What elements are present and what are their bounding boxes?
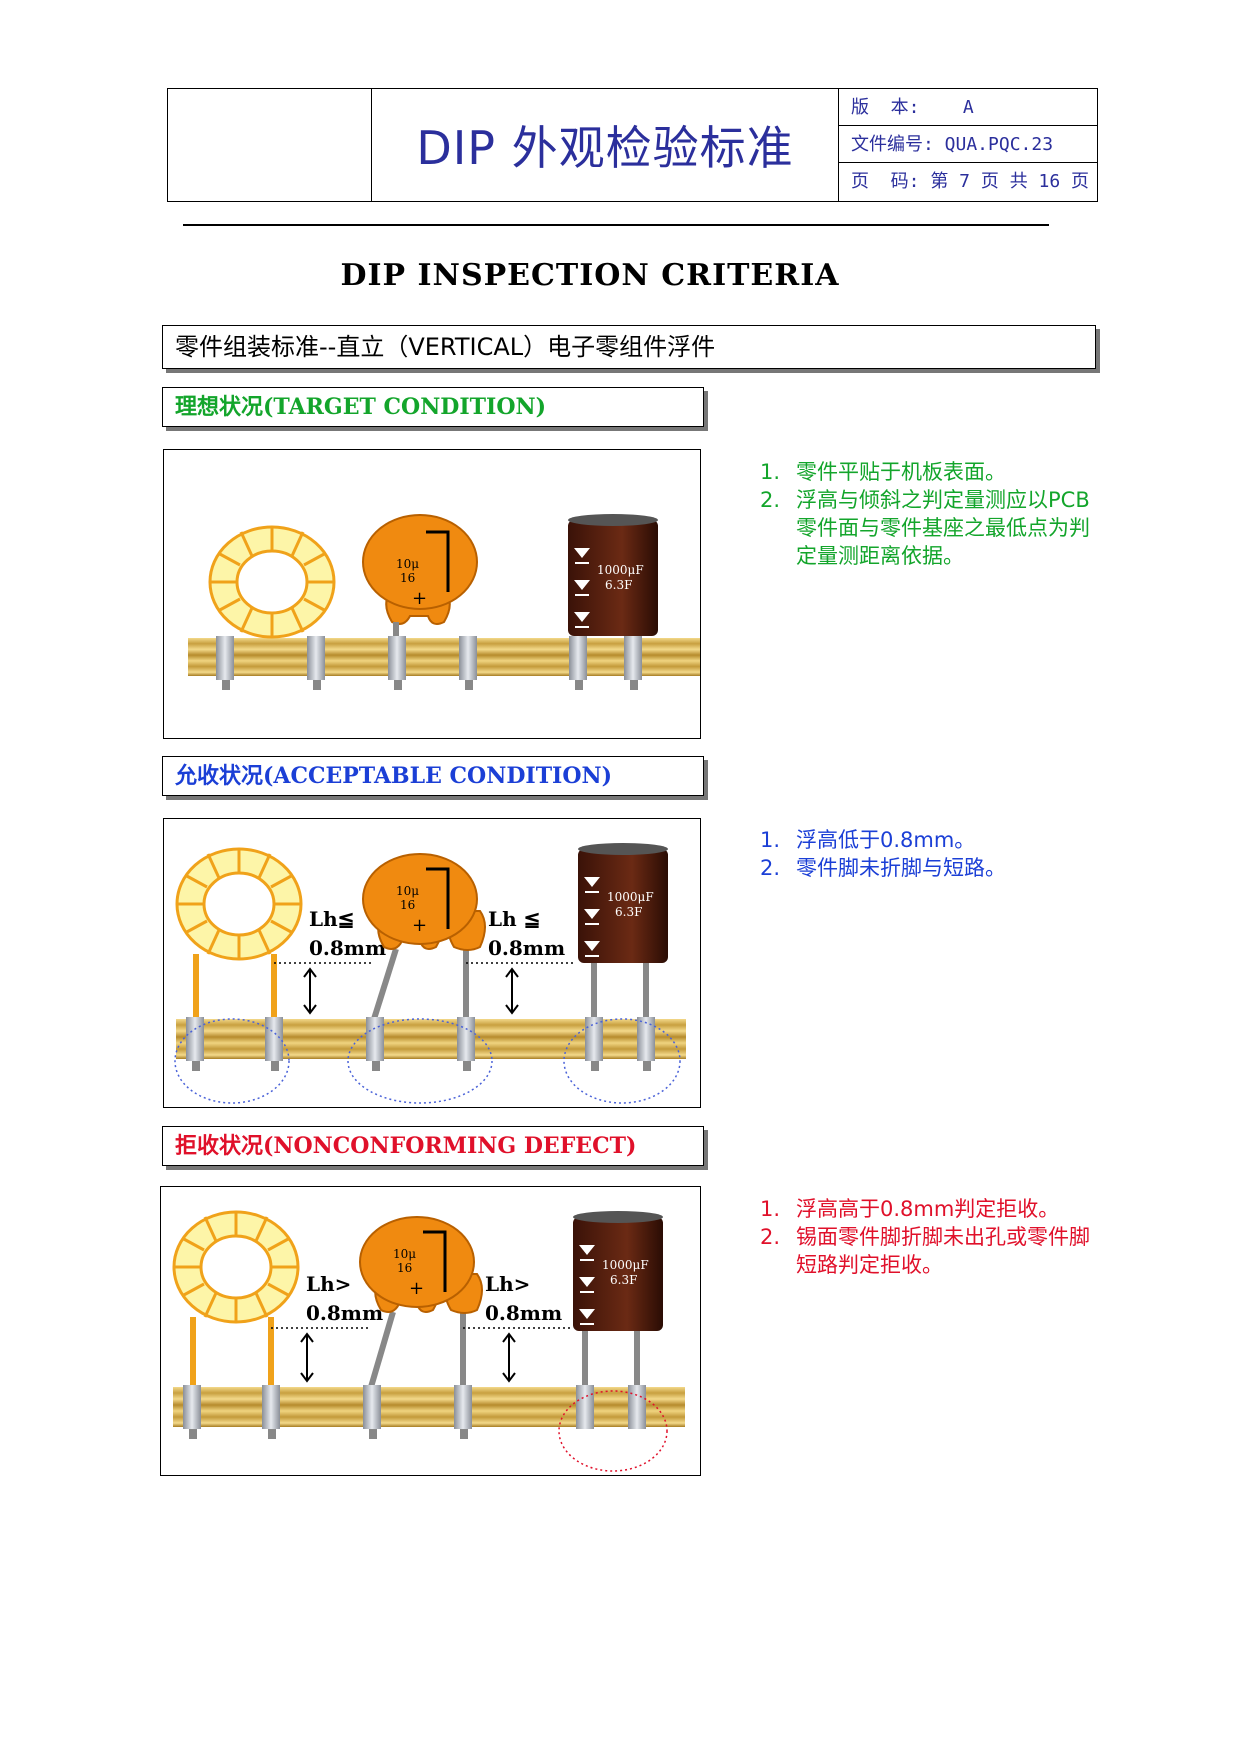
electrolytic-capacitor-icon: 1000μF 6.3F <box>573 1211 663 1387</box>
disc-capacitor-icon: 10μ 16 + <box>362 514 478 625</box>
lh-value-1: 0.8mm <box>309 936 386 960</box>
component-pins <box>183 1385 646 1439</box>
svg-text:10μ: 10μ <box>396 557 419 571</box>
reject-note-2: 2.锡面零件脚折脚未出孔或零件脚短路判定拒收。 <box>760 1225 1090 1277</box>
pcb-board <box>188 638 700 676</box>
height-arrow-icon-2 <box>502 1332 516 1383</box>
svg-text:+: + <box>409 1278 424 1299</box>
lh-label-1: Lh≦ <box>309 907 354 931</box>
svg-text:16: 16 <box>400 571 415 585</box>
disc-capacitor-icon: 10μ 16 + <box>362 853 486 1020</box>
acceptable-note-2: 2.零件脚未折脚与短路。 <box>760 856 1006 880</box>
reject-notes: 1.浮高高于0.8mm判定拒收。 2.锡面零件脚折脚未出孔或零件脚短路判定拒收。 <box>760 1195 1110 1279</box>
target-notes: 1.零件平贴于机板表面。 2.浮高与倾斜之判定量测应以PCB零件面与零件基座之最… <box>760 458 1100 570</box>
reject-note-1: 1.浮高高于0.8mm判定拒收。 <box>760 1197 1060 1221</box>
svg-text:16: 16 <box>400 898 415 912</box>
defect-circle <box>558 1390 668 1472</box>
acceptable-note-1: 1.浮高低于0.8mm。 <box>760 828 976 852</box>
header-logo-cell <box>168 89 372 201</box>
svg-text:1000μF: 1000μF <box>597 563 644 577</box>
height-arrow-icon-1 <box>303 967 317 1015</box>
electrolytic-capacitor-icon: 1000μF 6.3F <box>568 514 658 636</box>
svg-text:6.3F: 6.3F <box>615 905 642 919</box>
component-pins <box>216 622 642 690</box>
pcb-board <box>173 1387 685 1427</box>
target-condition-label: 理想状况(TARGET CONDITION) <box>162 387 704 427</box>
doc-number-field: 文件编号: QUA.PQC.23 <box>839 126 1097 163</box>
height-arrow-icon-1 <box>300 1332 314 1383</box>
lh-value-2: 0.8mm <box>485 1301 562 1325</box>
svg-text:10μ: 10μ <box>393 1247 416 1261</box>
disc-capacitor-icon: 10μ 16 + <box>359 1216 483 1388</box>
svg-text:10μ: 10μ <box>396 884 419 898</box>
page-number-field: 页 码: 第 7 页 共 16 页 <box>851 171 1090 192</box>
acceptable-notes: 1.浮高低于0.8mm。 2.零件脚未折脚与短路。 <box>760 826 1100 882</box>
section-title: 零件组装标准--直立（VERTICAL）电子零组件浮件 <box>162 325 1096 369</box>
svg-text:6.3F: 6.3F <box>605 578 632 592</box>
lh-value-1: 0.8mm <box>306 1301 383 1325</box>
header-info-cell: 版 本: A 文件编号: QUA.PQC.23 页 码: 第 7 页 共 16 … <box>839 89 1097 201</box>
target-note-1: 1.零件平贴于机板表面。 <box>760 460 1006 484</box>
toroid-inductor-icon <box>172 1210 300 1387</box>
version-field: 版 本: A <box>839 89 1097 126</box>
lh-label-1: Lh> <box>306 1272 351 1296</box>
component-pins <box>186 1017 655 1071</box>
reject-condition-label: 拒收状况(NONCONFORMING DEFECT) <box>162 1126 704 1166</box>
acceptable-condition-label: 允收状况(ACCEPTABLE CONDITION) <box>162 756 704 796</box>
header-title: DIP 外观检验标准 <box>416 121 794 175</box>
header-divider <box>183 224 1049 226</box>
target-note-2: 2.浮高与倾斜之判定量测应以PCB零件面与零件基座之最低点为判定量测距离依据。 <box>760 488 1090 568</box>
svg-text:6.3F: 6.3F <box>610 1273 637 1287</box>
inspection-circles <box>174 1018 681 1104</box>
header-title-cell: DIP 外观检验标准 <box>372 89 839 201</box>
acceptable-diagram: Lh≦ 0.8mm 10μ 16 + Lh ≦ 0.8mm <box>174 843 686 1104</box>
svg-text:1000μF: 1000μF <box>602 1258 649 1272</box>
toroid-inductor-icon <box>175 847 303 1019</box>
target-diagram: 10μ 16 + 1000μF 6.3F <box>188 514 700 690</box>
target-condition-illustration: 10μ 16 + 1000μF 6.3F <box>163 449 701 739</box>
svg-text:+: + <box>412 915 427 936</box>
svg-text:1000μF: 1000μF <box>607 890 654 904</box>
header-table: DIP 外观检验标准 版 本: A 文件编号: QUA.PQC.23 页 码: … <box>167 88 1098 202</box>
lh-label-2: Lh> <box>485 1272 530 1296</box>
svg-text:+: + <box>412 588 427 609</box>
acceptable-condition-illustration: Lh≦ 0.8mm 10μ 16 + Lh ≦ 0.8mm <box>163 818 701 1108</box>
svg-text:16: 16 <box>397 1261 412 1275</box>
lh-label-2: Lh ≦ <box>488 907 540 931</box>
page-title: DIP INSPECTION CRITERIA <box>340 258 840 293</box>
reject-diagram: Lh> 0.8mm 10μ 16 + Lh> 0.8mm <box>172 1210 685 1472</box>
height-arrow-icon-2 <box>505 967 519 1015</box>
reject-condition-illustration: Lh> 0.8mm 10μ 16 + Lh> 0.8mm <box>160 1186 701 1476</box>
electrolytic-capacitor-icon: 1000μF 6.3F <box>578 843 668 1019</box>
toroid-inductor-icon <box>208 525 336 639</box>
lh-value-2: 0.8mm <box>488 936 565 960</box>
pcb-board <box>176 1019 686 1059</box>
